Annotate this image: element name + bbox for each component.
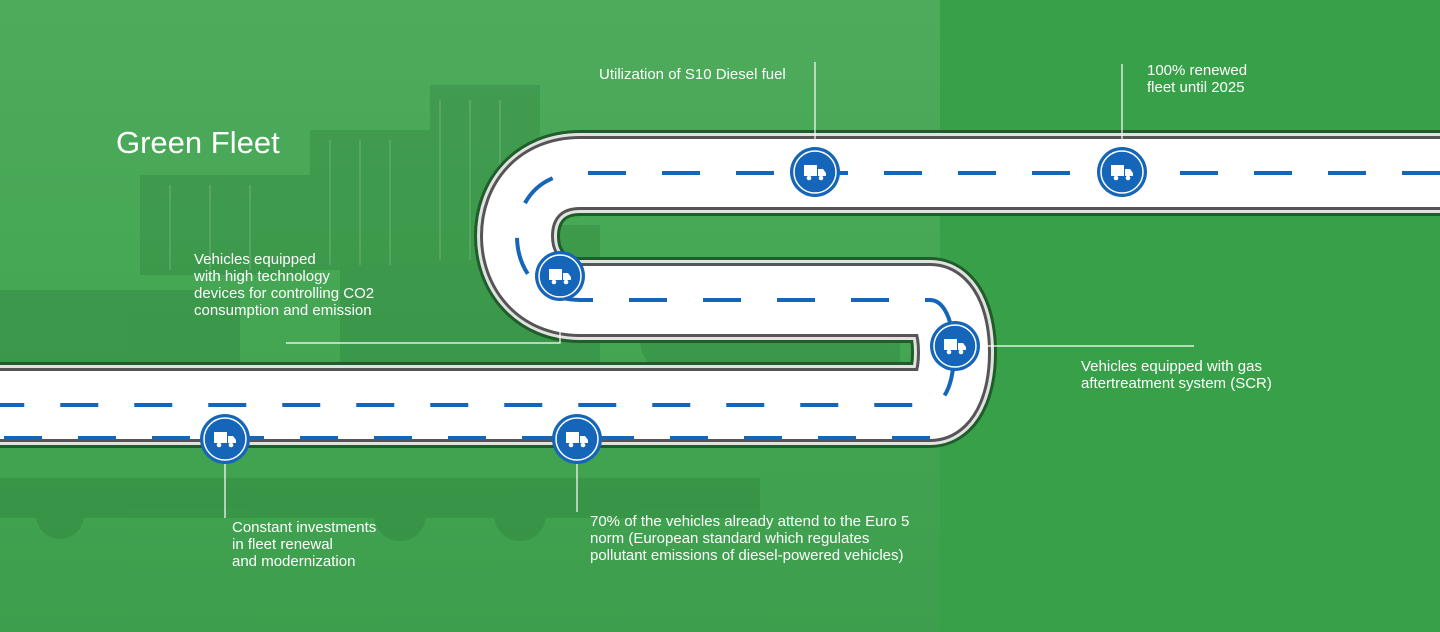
- milestone-text-scr: Vehicles equipped with gas aftertreatmen…: [1081, 358, 1272, 392]
- connector-lines: [224, 62, 1194, 518]
- page-title: Green Fleet: [116, 125, 280, 160]
- wheel: [374, 489, 426, 541]
- milestone-text-euro5: 70% of the vehicles already attend to th…: [590, 513, 910, 564]
- milestone-markers: [200, 147, 1147, 464]
- wheel: [36, 491, 84, 539]
- milestone-marker-scr: [930, 321, 980, 371]
- milestone-marker-co2: [535, 251, 585, 301]
- milestone-text-s10: Utilization of S10 Diesel fuel: [599, 66, 786, 83]
- milestone-text-renewed: 100% renewed fleet until 2025: [1147, 62, 1248, 96]
- milestone-text-co2: Vehicles equipped with high technology d…: [194, 251, 375, 319]
- milestone-marker-renewed: [1097, 147, 1147, 197]
- connector-co2: [286, 296, 561, 344]
- container-stack: [140, 175, 310, 275]
- milestone-marker-invest: [200, 414, 250, 464]
- milestone-marker-s10: [790, 147, 840, 197]
- milestone-text-invest: Constant investments in fleet renewal an…: [232, 519, 377, 570]
- container-stack: [310, 130, 430, 270]
- wheel: [494, 489, 546, 541]
- background-panel: [940, 0, 1440, 632]
- truck-chassis: [0, 478, 760, 518]
- milestone-marker-euro5: [552, 414, 602, 464]
